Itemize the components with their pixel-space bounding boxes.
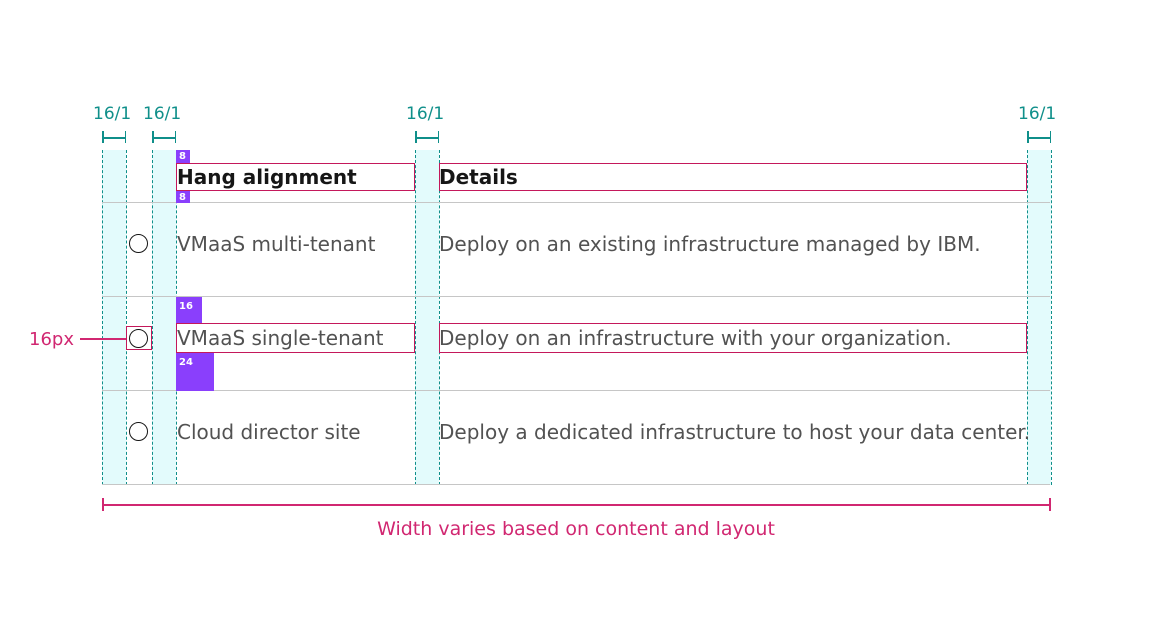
- option-cell-outline: [176, 323, 415, 353]
- spacing-label-gutter-3: 16/1: [406, 104, 445, 124]
- row-divider: [102, 296, 1050, 297]
- gutter-edge: [1027, 150, 1028, 485]
- row-details-text: Deploy on an existing infrastructure man…: [439, 232, 981, 256]
- gutter-edge: [152, 150, 153, 485]
- spacing-label-gutter-1: 16/1: [93, 104, 132, 124]
- row-option-label: Cloud director site: [177, 420, 361, 444]
- width-measure-cap-right: [1049, 498, 1051, 511]
- width-measure-cap-left: [102, 498, 104, 511]
- annotation-leader-line: [80, 338, 126, 340]
- radio-size-annotation: 16px: [29, 329, 74, 350]
- row-option-label: VMaaS single-tenant: [177, 326, 384, 350]
- radio-button[interactable]: [129, 329, 148, 348]
- row-details-text: Deploy a dedicated infrastructure to hos…: [439, 420, 1031, 444]
- column-header-details: Details: [439, 165, 518, 189]
- radio-button[interactable]: [129, 234, 148, 253]
- gutter-column-1: [102, 150, 126, 485]
- width-note: Width varies based on content and layout: [377, 518, 775, 540]
- header-cell-outline: [176, 163, 415, 191]
- gutter-edge: [1051, 150, 1052, 485]
- width-measure-line: [102, 504, 1050, 506]
- spacing-tag-8-bottom: 8: [176, 191, 190, 203]
- spacing-bracket: [415, 131, 439, 143]
- row-divider: [102, 202, 1050, 203]
- spacing-tag-24: 24: [176, 353, 214, 391]
- gutter-column-2: [152, 150, 176, 485]
- row-option-label: VMaaS multi-tenant: [177, 232, 376, 256]
- spacing-tag-16: 16: [176, 297, 202, 323]
- gutter-edge: [102, 150, 103, 485]
- gutter-column-4: [1027, 150, 1051, 485]
- row-details-text: Deploy on an infrastructure with your or…: [439, 326, 952, 350]
- gutter-edge: [126, 150, 127, 485]
- spacing-label-gutter-2: 16/1: [143, 104, 182, 124]
- gutter-edge: [439, 150, 440, 485]
- gutter-edge: [415, 150, 416, 485]
- spacing-bracket: [1027, 131, 1051, 143]
- row-divider: [102, 484, 1050, 485]
- spacing-bracket: [102, 131, 126, 143]
- header-cell-outline: [439, 163, 1027, 191]
- row-divider: [102, 390, 1050, 391]
- radio-size-outline: [126, 326, 152, 350]
- gutter-column-3: [415, 150, 439, 485]
- spacing-label-gutter-4: 16/1: [1018, 104, 1057, 124]
- details-cell-outline: [439, 323, 1027, 353]
- spacing-bracket: [152, 131, 176, 143]
- radio-button[interactable]: [129, 422, 148, 441]
- spacing-tag-8-top: 8: [176, 150, 190, 163]
- column-header-hang-alignment: Hang alignment: [177, 165, 357, 189]
